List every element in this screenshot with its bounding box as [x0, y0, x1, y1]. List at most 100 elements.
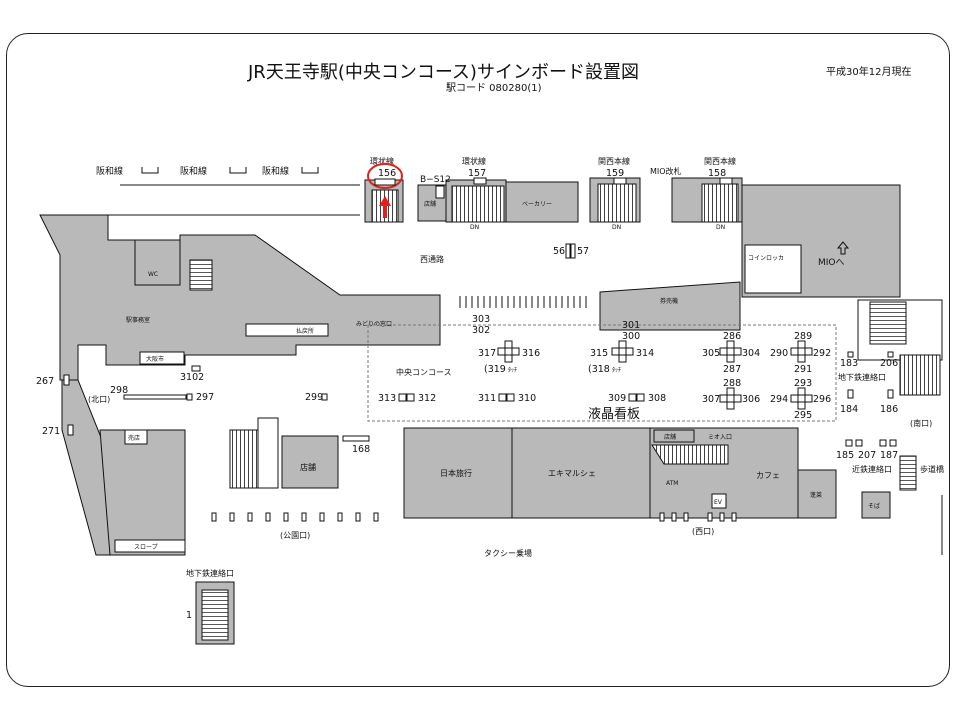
lcd-pairs [398, 393, 645, 402]
hanwa-label-1: 阪和線 [96, 165, 123, 177]
sign-158-label: 158 [708, 168, 726, 179]
coin-locker-label: コインロッカ [748, 255, 784, 262]
refund-counter [245, 323, 329, 337]
hanwa-label-2: 阪和線 [180, 165, 207, 177]
office-stairs [189, 259, 213, 291]
sign-295-label: 295 [794, 410, 812, 421]
sign-290-label: 290 [770, 348, 788, 359]
stair-158 [701, 183, 739, 223]
sign-57-label: 57 [577, 246, 589, 257]
sign-3102-label: 3102 [180, 372, 204, 383]
sign-293-label: 293 [794, 378, 812, 389]
sign-156 [374, 178, 396, 186]
sign-296-label: 296 [813, 394, 831, 405]
station-code: 駅コード 080280(1) [446, 83, 542, 94]
atm-label: ATM [666, 480, 678, 487]
to-mio-arrow [836, 241, 850, 255]
kansai-label-2: 関西本線 [704, 156, 736, 166]
concourse-label: 中央コンコース [396, 367, 452, 377]
sign-309-label: 309 [608, 393, 626, 404]
sign-314-label: 314 [636, 348, 654, 359]
kintetsu-stairs [899, 455, 917, 491]
kansai-label-1: 関西本線 [598, 156, 630, 166]
map-frame [6, 33, 950, 687]
hourai-shop [797, 469, 837, 519]
sign-271 [67, 424, 74, 436]
kiosk [124, 429, 148, 445]
sign-186-label: 186 [880, 404, 898, 415]
sign-56-label: 56 [553, 246, 565, 257]
coin-locker-room [744, 244, 802, 294]
escalator [257, 417, 279, 489]
kiosk-label: 売店 [128, 434, 140, 442]
to-mio-label: MIOへ [818, 258, 845, 268]
subway-link-label-2: 地下鉄連絡口 [838, 372, 886, 382]
sign-317-label: 317 [478, 348, 496, 359]
sign-316-label: 316 [522, 348, 540, 359]
sign-297-label: 297 [196, 392, 214, 403]
mio-entrance-label: ミオ入口 [708, 434, 732, 441]
sign-304-label: 304 [742, 348, 760, 359]
sign-298-board [123, 394, 187, 400]
stair-159 [597, 183, 637, 223]
wc-label: WC [148, 271, 158, 278]
park-bollards [211, 512, 379, 522]
sign-271-label: 271 [42, 426, 60, 437]
sign-315-label: 315 [590, 348, 608, 359]
west-passage-label: 西通路 [420, 254, 444, 264]
sign-1-label: 1 [186, 610, 192, 621]
sign-183-label: 183 [840, 358, 858, 369]
sign-306-label: 306 [742, 394, 760, 405]
sign-288-label: 288 [723, 378, 741, 389]
sign-186 [887, 389, 894, 399]
sign-313-label: 313 [378, 393, 396, 404]
b-s12-label: B−S12 [420, 175, 451, 185]
sign-cluster-300: 303 302 301 300 [472, 314, 640, 342]
sign-299 [321, 393, 328, 401]
sign-207-label: 207 [858, 450, 876, 461]
sign-318-label: (318 [588, 364, 610, 375]
north-exit-label: (北口) [88, 395, 110, 404]
cross-288 [719, 387, 742, 410]
as-of-date: 平成30年12月現在 [826, 67, 912, 78]
refund-label: 払戻所 [296, 327, 314, 335]
sign-267 [63, 374, 70, 386]
kanjo-label-2: 環状線 [462, 156, 486, 166]
sign-3102 [191, 365, 201, 372]
slope [114, 539, 186, 553]
sign-b-s12 [435, 185, 445, 199]
station-office-block [39, 214, 441, 381]
subway-stairs [201, 589, 229, 641]
shop-top-label: 店舗 [424, 200, 436, 208]
subway-link-label-1: 地下鉄連絡口 [186, 568, 234, 578]
midori-label: みどりの窓口 [356, 320, 392, 328]
sign-291-label: 291 [794, 364, 812, 375]
sign-185-label: 185 [836, 450, 854, 461]
park-exit-label: (公園口) [280, 531, 310, 540]
elevator [711, 493, 727, 509]
footbridge-label: 歩道橋 [920, 464, 944, 474]
sign-292-label: 292 [813, 348, 831, 359]
mio-stairs [651, 444, 729, 465]
ticket-machine-label: 券売機 [660, 297, 678, 305]
south-exit-label: (南口) [910, 418, 932, 428]
sign-298-label: 298 [110, 385, 128, 396]
sign-157-label: 157 [468, 168, 486, 179]
west-bollards [659, 512, 737, 522]
touch-label-2: ﾀｯﾁ [612, 367, 621, 374]
lcd-board-zone [367, 324, 837, 422]
sign-159-label: 159 [606, 168, 624, 179]
touch-label-1: ﾀｯﾁ [508, 367, 517, 374]
stair-157 [451, 185, 505, 223]
sign-286-label: 286 [723, 331, 741, 342]
cross-289 [790, 340, 813, 363]
commercial-block [403, 427, 799, 519]
cafe-label: カフェ [756, 471, 780, 480]
sign-311-label: 311 [478, 393, 496, 404]
kanjo-label-1: 環状線 [370, 156, 394, 166]
sign-307-label: 307 [702, 394, 720, 405]
ekimarche-label: エキマルシェ [548, 469, 596, 478]
gate-row [459, 296, 587, 308]
sign-319-label: (319 [484, 364, 506, 375]
sign-156-highlight [367, 163, 403, 189]
